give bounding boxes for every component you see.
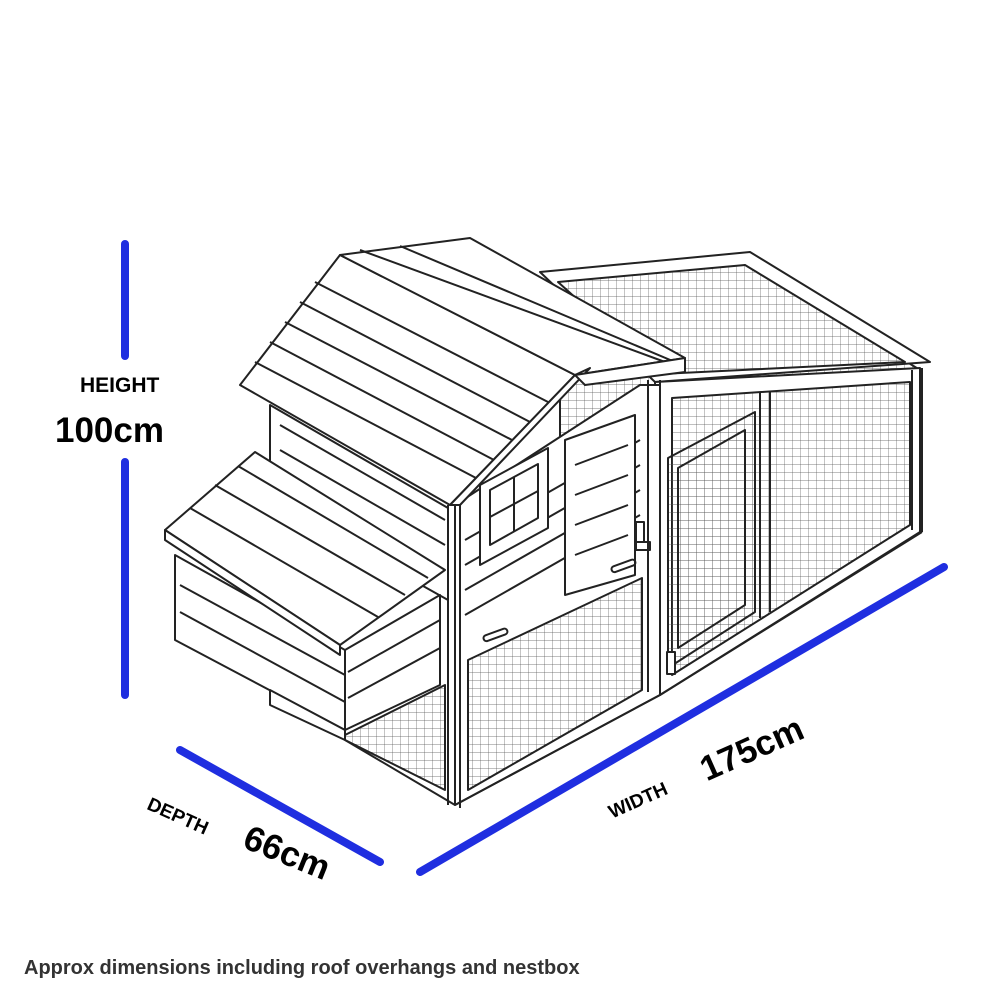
height-value: 100cm xyxy=(55,411,164,450)
nestbox-lid-edge xyxy=(164,529,341,656)
door-board xyxy=(574,474,629,496)
door-handle-icon xyxy=(610,558,637,574)
roof-shingle xyxy=(284,321,513,441)
run-door xyxy=(667,411,756,669)
run-door-frame xyxy=(677,429,746,649)
door-board xyxy=(574,444,629,466)
height-label: HEIGHT xyxy=(80,374,160,397)
tray-handle-icon xyxy=(482,627,509,643)
door-board xyxy=(574,534,629,556)
width-dimension-line xyxy=(416,563,948,876)
nestbox-board xyxy=(179,611,346,703)
roof-ridge xyxy=(359,249,666,363)
siding-board xyxy=(279,449,446,546)
roof-shingle xyxy=(314,281,549,403)
roof-shingle xyxy=(299,301,531,423)
siding-board xyxy=(279,424,446,521)
lid-board xyxy=(189,507,379,618)
door-hinge-icon xyxy=(635,541,651,551)
door-hinge-icon xyxy=(635,521,645,543)
coop-drawing xyxy=(164,237,931,808)
nestbox-board xyxy=(347,647,441,699)
roof-shingle xyxy=(269,341,495,461)
base-rail xyxy=(659,531,923,696)
door-latch-icon xyxy=(666,651,676,675)
roof-shingle xyxy=(254,361,477,479)
base-rail xyxy=(454,694,661,806)
house-door xyxy=(564,414,636,596)
lid-board xyxy=(214,484,406,596)
nestbox-board xyxy=(347,619,441,673)
depth-dimension-line xyxy=(176,746,384,866)
base-rail xyxy=(344,739,456,806)
nestbox-board xyxy=(179,584,346,676)
house-lower-mesh xyxy=(467,577,643,791)
window-pane xyxy=(489,463,539,546)
roof-ridge xyxy=(399,245,676,363)
lid-board xyxy=(237,465,429,579)
dimensions-caption: Approx dimensions including roof overhan… xyxy=(24,957,580,979)
door-board xyxy=(574,504,629,526)
roof-side-fascia xyxy=(574,357,686,386)
nestbox-side xyxy=(344,594,441,731)
dimension-lines xyxy=(121,240,948,876)
window-mullion xyxy=(489,490,539,518)
